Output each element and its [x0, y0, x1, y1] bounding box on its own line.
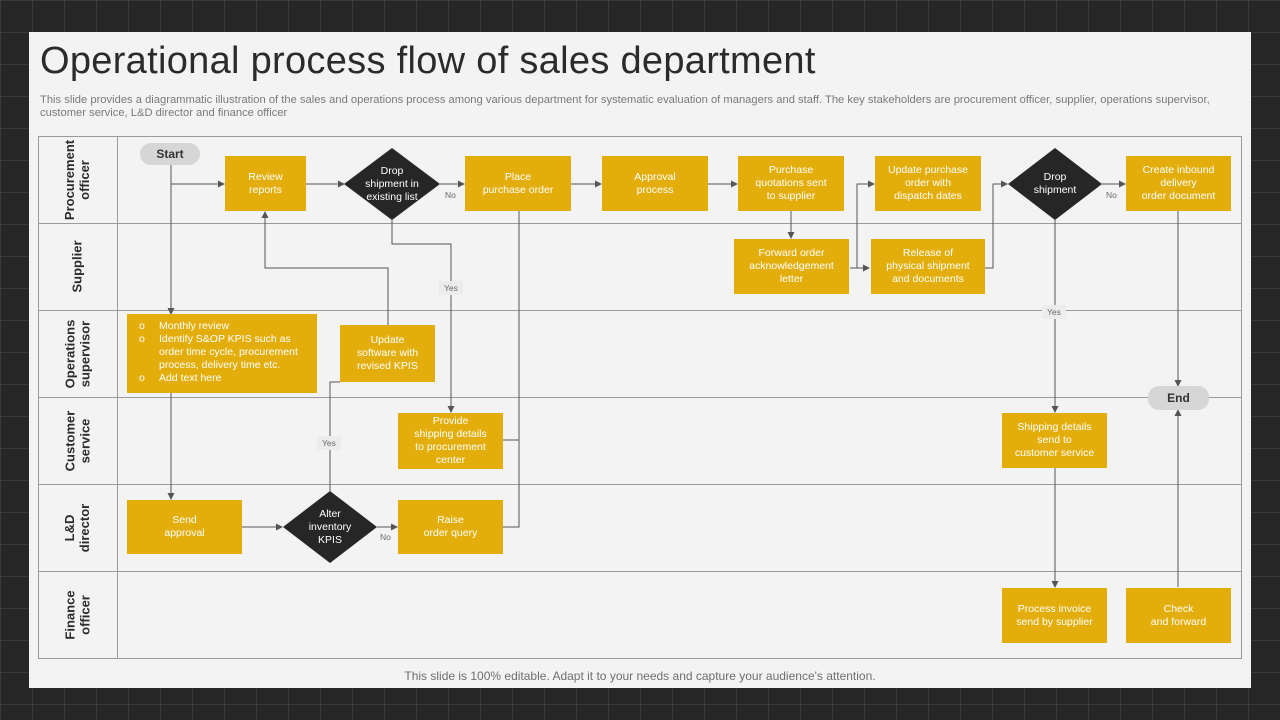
decision-shape — [344, 148, 440, 220]
review-reports-box: Review reports — [225, 156, 306, 211]
raise-order-box: Raise order query — [398, 500, 503, 554]
lane-divider — [38, 310, 1242, 311]
ops-review-list: Monthly review Identify S&OP KPIS such a… — [139, 320, 311, 385]
check-forward-box: Check and forward — [1126, 588, 1231, 643]
update-purchase-order-box: Update purchase order with dispatch date… — [875, 156, 981, 211]
alter-inventory-text: Alter inventory KPIS — [308, 507, 352, 546]
place-purchase-order-box: Place purchase order — [465, 156, 571, 211]
start-node: Start — [140, 143, 200, 165]
edge-label-yes: Yes — [439, 281, 463, 295]
send-approval-box: Send approval — [127, 500, 242, 554]
lane-divider — [38, 223, 1242, 224]
drop-shipment-diamond: Drop shipment — [1008, 148, 1102, 220]
slide-description: This slide provides a diagrammatic illus… — [40, 94, 1210, 119]
update-software-box: Update software with revised KPIS — [340, 325, 435, 382]
list-item: Monthly review — [139, 320, 311, 333]
drop-shipment-existing-diamond: Drop shipment in existing list — [344, 148, 440, 220]
edge-label-yes: Yes — [317, 436, 341, 450]
approval-process-box: Approval process — [602, 156, 708, 211]
edge-update-software-to-review — [261, 211, 389, 325]
decision-shape — [1008, 148, 1102, 220]
drop-shipment-existing-text: Drop shipment in existing list — [365, 164, 419, 203]
release-shipment-box: Release of physical shipment and documen… — [871, 239, 985, 294]
slide-title: Operational process flow of sales depart… — [40, 40, 816, 82]
shipping-details-box: Shipping details send to customer servic… — [1002, 413, 1107, 468]
edge-alter-yes-to-update-software — [329, 381, 340, 491]
edge-release-to-update — [856, 180, 875, 268]
end-node: End — [1148, 386, 1209, 410]
edge-place-to-raise — [503, 211, 520, 528]
alter-inventory-diamond: Alter inventory KPIS — [283, 491, 377, 563]
decision-shape — [283, 491, 377, 563]
purchase-quotations-box: Purchase quotations sent to supplier — [738, 156, 844, 211]
lane-divider — [38, 571, 1242, 572]
drop-shipment-text: Drop shipment — [1033, 171, 1077, 196]
edge-label-yes: Yes — [1042, 305, 1066, 319]
lane-divider — [38, 397, 1242, 398]
list-item: Identify S&OP KPIS such as order time cy… — [139, 333, 311, 372]
edge-label-no: No — [445, 190, 456, 200]
edge-drop-yes-to-provide — [391, 220, 455, 413]
slide-footer: This slide is 100% editable. Adapt it to… — [404, 669, 876, 683]
edge-start-to-review — [170, 165, 225, 188]
list-item: Add text here — [139, 372, 311, 385]
edge-release-to-drop-shipment — [985, 180, 1008, 269]
process-invoice-box: Process invoice send by supplier — [1002, 588, 1107, 643]
forward-order-box: Forward order acknowledgement letter — [734, 239, 849, 294]
provide-shipping-box: Provide shipping details to procurement … — [398, 413, 503, 469]
edge-label-no: No — [1106, 190, 1117, 200]
create-inbound-box: Create inbound delivery order document — [1126, 156, 1231, 211]
edge-label-no: No — [380, 532, 391, 542]
ops-review-list-box: Monthly review Identify S&OP KPIS such a… — [127, 314, 317, 393]
lane-divider — [38, 484, 1242, 485]
